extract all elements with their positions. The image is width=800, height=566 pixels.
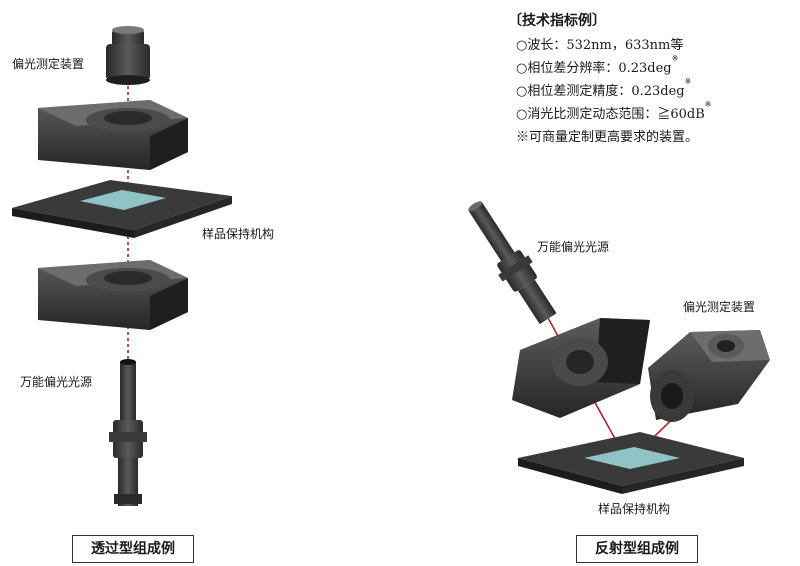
- transmission-config: [12, 26, 232, 506]
- polarimeter-top-device: [106, 26, 150, 85]
- polarimeter-reflection: [648, 330, 770, 422]
- spec-title: 〔技术指标例〕: [508, 13, 606, 29]
- rotary-stage-reflection-left: [512, 318, 650, 418]
- rotary-stage-lower: [38, 260, 188, 330]
- spec-item: ○相位差分辨率：0.23deg※: [516, 54, 679, 76]
- sample-plate-reflection: [518, 432, 744, 494]
- caption-reflection: 反射型组成例: [576, 535, 698, 563]
- caption-transmission: 透过型组成例: [72, 535, 194, 563]
- label-polarimeter-transmission: 偏光测定装置: [12, 57, 85, 71]
- label-sample-holder-reflection: 样品保持机构: [598, 502, 671, 516]
- label-sample-holder-transmission: 样品保持机构: [202, 227, 275, 241]
- rotary-stage-upper: [38, 100, 188, 170]
- label-light-source-transmission: 万能偏光光源: [20, 375, 93, 389]
- sample-plate-transmission: [12, 180, 232, 238]
- label-light-source-reflection: 万能偏光光源: [537, 240, 610, 254]
- light-source-reflection: [468, 201, 557, 325]
- light-source-transmission: [109, 359, 147, 506]
- spec-item: ○消光比测定动态范围：≧60dB※: [516, 100, 712, 122]
- reflection-config: [468, 201, 770, 494]
- spec-item: ○波长：532nm，633nm等: [516, 38, 684, 53]
- spec-note: ※可商量定制更高要求的装置。: [516, 130, 699, 145]
- label-polarimeter-reflection: 偏光测定装置: [683, 300, 756, 314]
- spec-item: ○相位差测定精度：0.23deg※: [516, 77, 692, 99]
